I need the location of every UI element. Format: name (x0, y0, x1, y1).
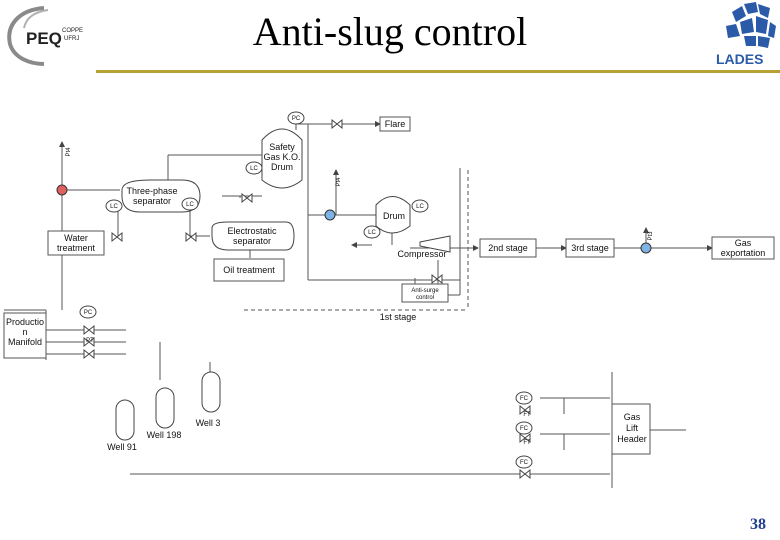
valve-icon (331, 118, 343, 130)
peq-logo-small-top: COPPE (62, 28, 83, 34)
stage2-label: 2nd stage (488, 243, 528, 253)
lades-logo-text: LADES (716, 51, 763, 67)
stage1-label: 1st stage (380, 312, 417, 322)
valve-icon (241, 192, 253, 204)
stage3-label: 3rd stage (571, 243, 609, 253)
safety-drum-vessel (261, 128, 303, 189)
lc-bubble (105, 199, 123, 213)
lc-bubble (411, 199, 429, 213)
blue-valve-icon (640, 242, 652, 254)
header-rule (96, 70, 780, 73)
pt-label: PT (86, 338, 94, 344)
valve-icon (185, 231, 197, 243)
blue-valve-icon (324, 209, 336, 221)
pc-bubble (287, 111, 305, 125)
well-198-label: Well 198 (147, 430, 182, 440)
valve-icon (519, 404, 531, 416)
valve-icon (111, 231, 123, 243)
manifold-box (3, 312, 47, 359)
well-3-label: Well 3 (196, 418, 221, 428)
lc-label: LC (416, 204, 424, 210)
well-91-casing (115, 399, 135, 441)
gaslift-box (611, 403, 651, 455)
drum-vessel (375, 196, 411, 234)
flare-box (379, 116, 411, 132)
lc-label: LC (368, 230, 376, 236)
stage2-box (479, 238, 537, 258)
peq-logo: PEQ COPPE UFRJ (4, 4, 96, 68)
flare-label: Flare (385, 119, 406, 129)
pt4-tag: Pt4 (66, 147, 72, 157)
fc-bubble (515, 455, 533, 469)
pt4-tag-2: Pt4 (336, 177, 342, 187)
well-198-casing (155, 387, 175, 429)
compressor-shape (419, 235, 451, 253)
red-valve-icon (56, 184, 68, 196)
oil-treatment-label: Oil treatment (223, 265, 275, 275)
lades-logo: LADES (712, 2, 778, 68)
pc-label: PC (292, 116, 301, 122)
stage3-box (565, 238, 615, 258)
pc-bubble (79, 305, 97, 319)
compressor-label: Compressor (397, 249, 446, 259)
antisurge-box (401, 283, 449, 303)
peq-logo-small-bottom: UFRJ (64, 36, 79, 42)
valve-icon (83, 336, 95, 348)
fc-label: FC (520, 396, 529, 402)
three-phase-vessel (121, 179, 201, 213)
ft-label: FT (523, 440, 531, 446)
lc-bubble (245, 161, 263, 175)
electrostatic-vessel (211, 221, 295, 251)
peq-logo-text: PEQ (26, 29, 62, 48)
fc-label: FC (520, 460, 529, 466)
fc-bubble (515, 421, 533, 435)
gas-export-box (711, 236, 775, 260)
drum-label: Drum (383, 211, 405, 221)
fc-bubble (515, 391, 533, 405)
well-3-casing (201, 371, 221, 413)
lc-label: LC (110, 204, 118, 210)
valve-icon (83, 324, 95, 336)
pc-label: PC (84, 310, 93, 316)
pt3-tag: Pt3 (648, 231, 654, 241)
valve-icon (519, 432, 531, 444)
oil-treatment-box (213, 258, 285, 282)
lc-bubble (181, 197, 199, 211)
well-91-label: Well 91 (107, 442, 137, 452)
ft-label: FT (523, 412, 531, 418)
fc-label: FC (520, 426, 529, 432)
lc-label: LC (250, 166, 258, 172)
valve-icon (431, 273, 443, 285)
page-title: Anti-slug control (252, 9, 528, 54)
valve-icon (83, 348, 95, 360)
lc-label: LC (186, 202, 194, 208)
lc-bubble (363, 225, 381, 239)
valve-icon (519, 468, 531, 480)
page-number: 38 (750, 516, 766, 533)
water-treatment-box (47, 230, 105, 256)
